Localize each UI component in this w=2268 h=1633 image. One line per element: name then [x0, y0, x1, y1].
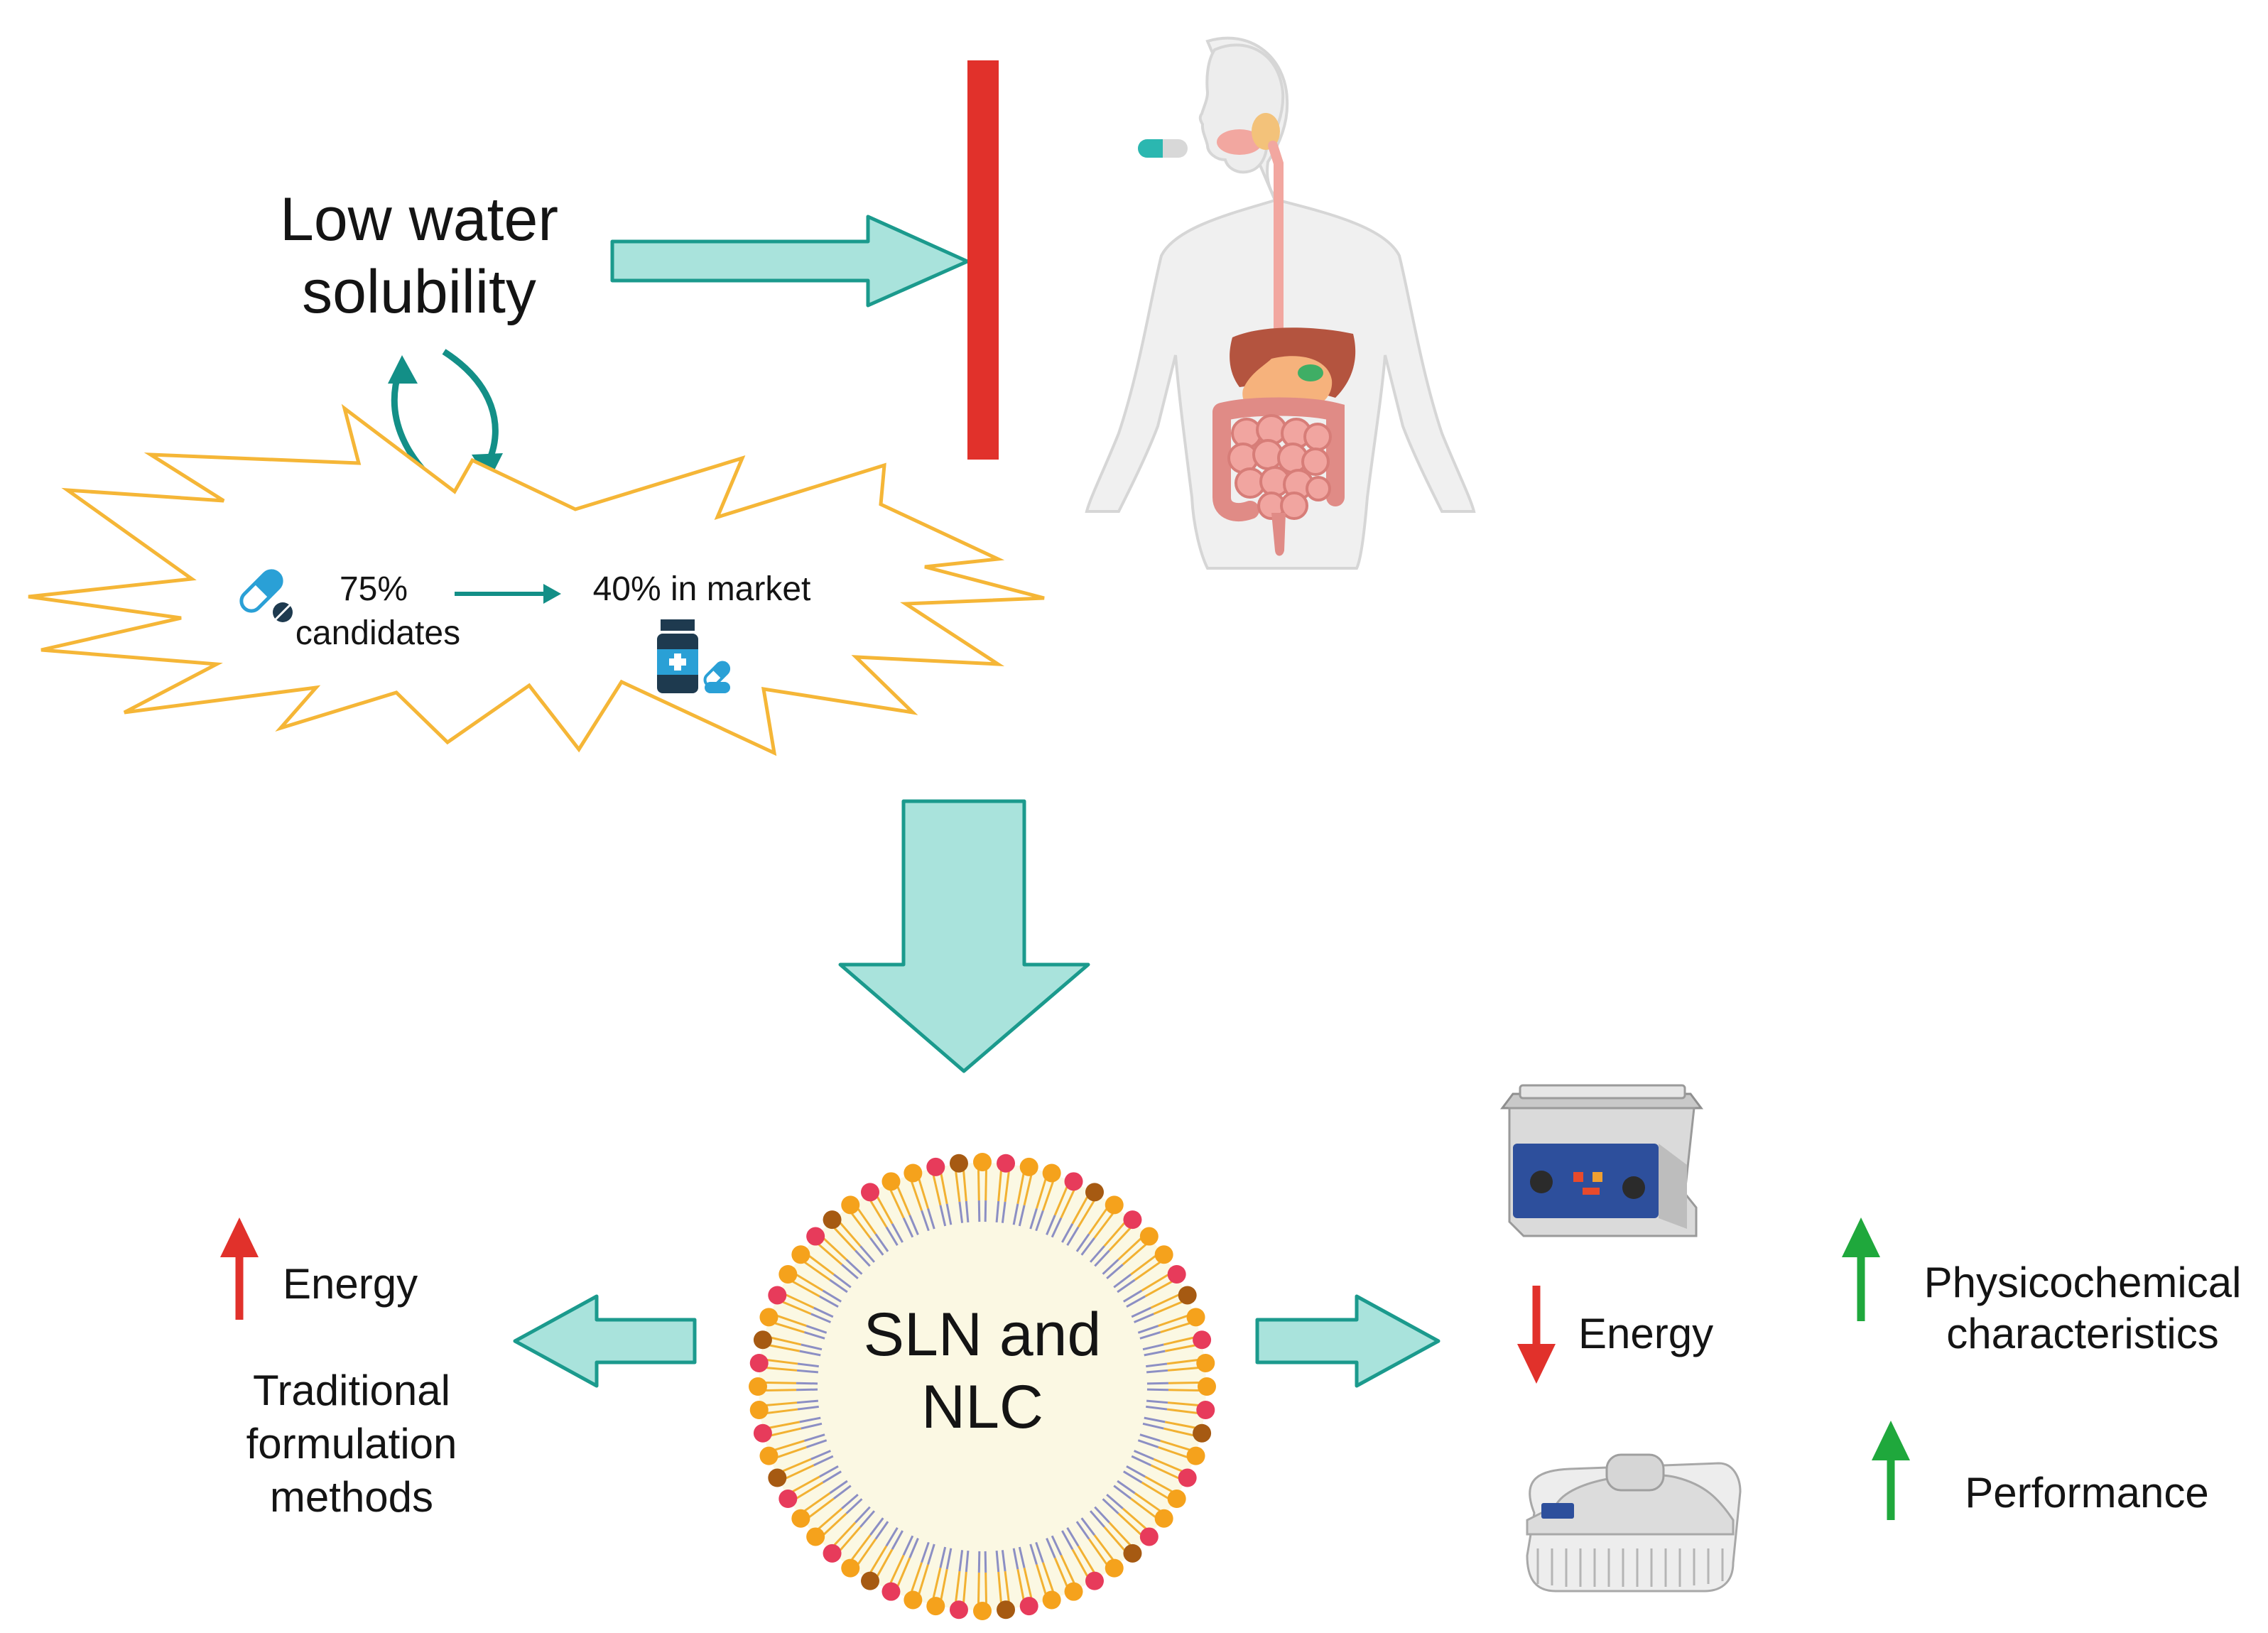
lipid-bilayer — [749, 1153, 1216, 1620]
capsule-icon — [1138, 139, 1188, 158]
traditional-methods-line2: formulation — [246, 1420, 457, 1467]
energy-down-arrow — [1517, 1286, 1556, 1384]
block-arrow-left — [513, 1294, 697, 1388]
red-barrier-bar — [967, 60, 999, 460]
candidates-label: candidates — [295, 614, 460, 652]
candidates-percent: 75% — [340, 570, 408, 608]
problem-title: Low water solubility — [280, 185, 558, 326]
traditional-methods-line1: Traditional — [253, 1367, 450, 1414]
block-arrow-down — [838, 799, 1090, 1073]
traditional-energy-label: Energy — [283, 1260, 418, 1308]
physicochemical-up-arrow — [1842, 1217, 1880, 1321]
lipid-nanoparticle-icon: SLN and NLC — [749, 1153, 1216, 1620]
physicochemical-line2: characteristics — [1946, 1310, 2218, 1357]
block-arrow-right — [610, 215, 970, 308]
performance-label: Performance — [1965, 1469, 2208, 1517]
human-digestive-system-icon — [1085, 36, 1476, 570]
particle-label-line1: SLN and — [864, 1301, 1102, 1369]
medicine-bottle-icon — [657, 619, 731, 693]
particle-label-line2: NLC — [921, 1373, 1043, 1441]
problem-title-line2: solubility — [302, 258, 536, 326]
cycle-arrow-up-head — [388, 355, 418, 384]
block-arrow-right-lower — [1255, 1294, 1440, 1388]
traditional-methods-line3: methods — [270, 1473, 433, 1521]
cycle-arrow-down — [442, 349, 499, 463]
problem-title-line1: Low water — [280, 185, 558, 254]
microfluidizer-icon — [1526, 1453, 1742, 1593]
pills-icon — [239, 569, 293, 622]
energy-up-arrow — [220, 1217, 259, 1320]
physicochemical-line1: Physicochemical — [1924, 1259, 2242, 1306]
statistics-starburst — [28, 403, 1045, 756]
market-label: 40% in market — [593, 570, 811, 608]
alternative-energy-label: Energy — [1578, 1310, 1713, 1357]
performance-up-arrow — [1872, 1421, 1910, 1520]
ultrasonic-bath-icon — [1500, 1084, 1703, 1237]
